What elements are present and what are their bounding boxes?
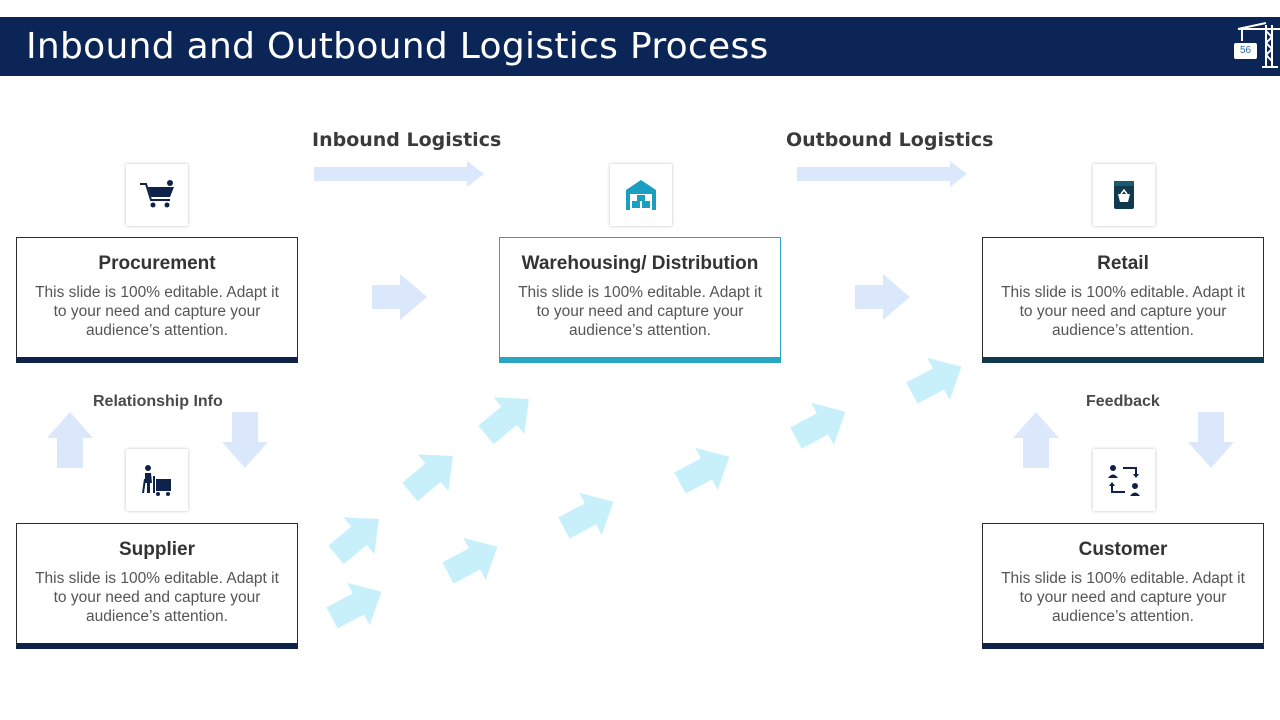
retail-icon-box [1093, 164, 1155, 226]
header-bar: Inbound and Outbound Logistics Process 5… [0, 17, 1280, 76]
user-exchange-icon [1108, 465, 1140, 496]
retail-card: Retail This slide is 100% editable. Adap… [982, 237, 1264, 363]
supplier-title: Supplier [118, 539, 195, 560]
customer-card: Customer This slide is 100% editable. Ad… [982, 523, 1264, 649]
warehousing-description: This slide is 100% editable. Adapt it to… [518, 284, 762, 339]
up-arrow-right-icon [1013, 412, 1059, 468]
warehouse-icon [626, 180, 656, 210]
supplier-icon-box [126, 449, 188, 511]
down-arrow-left-icon [222, 412, 268, 468]
outbound-logistics-label: Outbound Logistics [786, 129, 994, 151]
shop-basket-icon [1114, 181, 1134, 209]
relationship-info-label: Relationship Info [93, 393, 223, 410]
up-arrow-left-icon [47, 412, 93, 468]
crane-icon [1237, 22, 1280, 68]
procurement-card: Procurement This slide is 100% editable.… [16, 237, 298, 363]
warehousing-icon-box [610, 164, 672, 226]
diagonal-arrows-upper [320, 380, 545, 574]
procurement-to-warehouse-arrow-icon [372, 274, 427, 320]
shopping-cart-icon [140, 180, 174, 208]
customer-icon-box [1093, 449, 1155, 511]
inbound-logistics-label: Inbound Logistics [312, 129, 502, 151]
supplier-card: Supplier This slide is 100% editable. Ad… [16, 523, 298, 649]
inbound-arrow-icon [314, 161, 484, 187]
feedback-label: Feedback [1086, 393, 1160, 410]
page-number: 56 [1234, 43, 1257, 59]
retail-title: Retail [1097, 253, 1149, 274]
procurement-icon-box [126, 164, 188, 226]
warehouse-to-retail-arrow-icon [855, 274, 910, 320]
procurement-title: Procurement [98, 253, 216, 274]
warehousing-card: Warehousing/ Distribution This slide is … [499, 237, 781, 363]
procurement-description: This slide is 100% editable. Adapt it to… [35, 284, 279, 339]
retail-description: This slide is 100% editable. Adapt it to… [1001, 284, 1245, 339]
hand-truck-icon [142, 465, 171, 496]
supplier-description: This slide is 100% editable. Adapt it to… [35, 570, 279, 625]
customer-title: Customer [1078, 539, 1168, 560]
warehousing-title: Warehousing/ Distribution [521, 253, 759, 274]
page-title: Inbound and Outbound Logistics Process [26, 26, 769, 67]
customer-description: This slide is 100% editable. Adapt it to… [1001, 570, 1245, 625]
down-arrow-right-icon [1188, 412, 1234, 468]
outbound-arrow-icon [797, 161, 967, 187]
